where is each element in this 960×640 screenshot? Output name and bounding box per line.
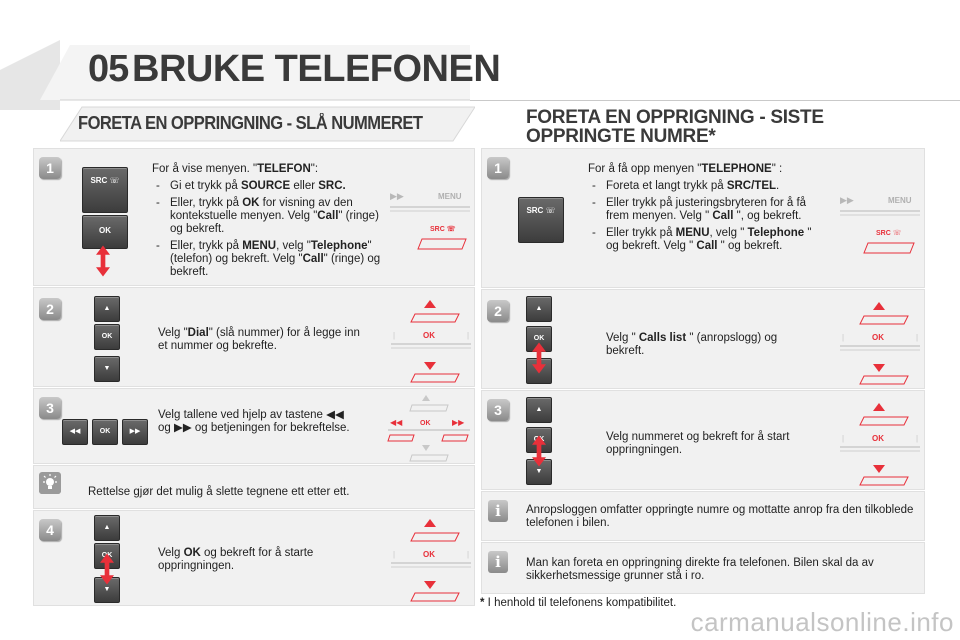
svg-text:▶▶: ▶▶ bbox=[390, 191, 404, 201]
red-press-arrow-icon bbox=[96, 245, 110, 277]
red-press-arrow-icon bbox=[100, 553, 114, 585]
up-ok-down-diagram: | OK | bbox=[840, 302, 920, 385]
header-divider bbox=[470, 100, 960, 101]
right-step3-text: Velg nummeret og bekreft for å start opp… bbox=[606, 431, 790, 456]
step-number: 2 bbox=[39, 298, 61, 320]
footnote-star: * bbox=[480, 597, 485, 609]
svg-text:OK: OK bbox=[872, 333, 884, 342]
svg-text:|: | bbox=[393, 550, 395, 559]
menu-label: MENU bbox=[438, 192, 462, 201]
svg-text:SRC ☏: SRC ☏ bbox=[876, 229, 902, 237]
svg-text:◀◀: ◀◀ bbox=[390, 418, 403, 427]
right-step2-text: Velg " Calls list " (anropslogg) og bekr… bbox=[606, 332, 778, 357]
down-button: ▼ bbox=[94, 356, 120, 382]
right-step3-panel: 3 ▲ OK ▼ Velg nummeret og bekreft for å … bbox=[481, 390, 925, 490]
chapter-title: BRUKE TELEFONEN bbox=[132, 48, 501, 90]
footnote: * I henhold til telefonens kompatibilite… bbox=[480, 597, 676, 609]
left-step4-text: Velg OK og bekreft for å starte oppringn… bbox=[158, 547, 314, 572]
left-step3-panel: 3 ◀◀ OK ▶▶ Velg tallene ved hjelp av tas… bbox=[33, 388, 475, 464]
step-number: 3 bbox=[487, 399, 509, 421]
step-number: 2 bbox=[487, 300, 509, 322]
svg-text:|: | bbox=[842, 333, 844, 342]
up-button: ▲ bbox=[526, 296, 552, 322]
right-title-line2: OPPRINGTE NUMRE* bbox=[526, 126, 716, 147]
right-title-line1: FORETA EN OPPRIGNING - SISTE bbox=[526, 107, 824, 128]
chapter-number: 05 bbox=[88, 48, 129, 90]
info-icon: i bbox=[488, 500, 508, 522]
footnote-text: I henhold til telefonens kompatibilitet. bbox=[484, 597, 677, 609]
svg-text:OK: OK bbox=[423, 550, 435, 559]
svg-text:|: | bbox=[393, 331, 395, 340]
left-step1-panel: 1 SRC ☏ OK For å vise menyen. "TELEFON":… bbox=[33, 148, 475, 286]
up-button: ▲ bbox=[526, 397, 552, 423]
svg-text:OK: OK bbox=[420, 420, 431, 427]
header-decoration bbox=[0, 40, 470, 110]
lightbulb-icon bbox=[39, 472, 61, 494]
svg-text:|: | bbox=[916, 333, 918, 342]
menu-src-diagram: ▶▶ MENU SRC ☏ bbox=[840, 195, 920, 254]
svg-text:|: | bbox=[842, 434, 844, 443]
tip-text: Rettelse gjør det mulig å slette tegnene… bbox=[88, 486, 350, 498]
left-title-band bbox=[60, 106, 475, 142]
svg-text:|: | bbox=[467, 550, 469, 559]
left-step2-text: Velg "Dial" (slå nummer) for å legge inn… bbox=[158, 327, 360, 352]
svg-text:OK: OK bbox=[423, 331, 435, 340]
left-step3-text: Velg tallene ved hjelp av tastene ◀◀ og … bbox=[158, 409, 350, 434]
right-section-title: FORETA EN OPPRIGNING - SISTE OPPRINGTE N… bbox=[526, 108, 824, 146]
right-info2-panel: i Man kan foreta en oppringning direkte … bbox=[481, 542, 925, 594]
red-press-arrow-icon bbox=[532, 435, 546, 467]
src-button-label: SRC bbox=[90, 176, 108, 185]
down-button: ▼ bbox=[526, 459, 552, 485]
left-step4-panel: 4 ▲ OK ▼ Velg OK og bekreft for å starte… bbox=[33, 510, 475, 606]
svg-text:MENU: MENU bbox=[888, 196, 912, 205]
red-press-arrow-icon bbox=[532, 342, 546, 374]
right-info1-panel: i Anropsloggen omfatter oppringte numre … bbox=[481, 491, 925, 541]
up-ok-down-diagram: | OK | bbox=[391, 300, 471, 383]
svg-text:|: | bbox=[467, 331, 469, 340]
ok-button: OK bbox=[92, 419, 118, 445]
info2-text: Man kan foreta en oppringning direkte fr… bbox=[526, 557, 874, 582]
svg-text:OK: OK bbox=[872, 434, 884, 443]
step-number: 1 bbox=[487, 157, 509, 179]
svg-text:▶▶: ▶▶ bbox=[840, 195, 854, 205]
watermark: carmanualsonline.info bbox=[690, 607, 954, 637]
next-button: ▶▶ bbox=[122, 419, 148, 445]
ok-button: OK bbox=[94, 324, 120, 350]
left-step2-panel: 2 ▲ OK ▼ Velg "Dial" (slå nummer) for å … bbox=[33, 287, 475, 387]
step-number: 4 bbox=[39, 519, 61, 541]
up-button: ▲ bbox=[94, 515, 120, 541]
right-step2-panel: 2 ▲ OK ▼ Velg " Calls list " (anropslogg… bbox=[481, 289, 925, 389]
up-ok-down-diagram: | OK | bbox=[840, 403, 920, 486]
right-step1-panel: 1 SRC ☏ For å få opp menyen "TELEPHONE" … bbox=[481, 148, 925, 288]
step-number: 1 bbox=[39, 157, 61, 179]
src-button: SRC ☏ bbox=[82, 167, 128, 213]
svg-text:▶▶: ▶▶ bbox=[452, 418, 465, 427]
up-ok-down-diagram: | OK | bbox=[391, 519, 471, 602]
step-number: 3 bbox=[39, 397, 61, 419]
menu-src-diagram: ▶▶ MENU SRC ☏ bbox=[390, 191, 470, 250]
src-label: SRC ☏ bbox=[430, 225, 456, 233]
info-icon: i bbox=[488, 551, 508, 573]
left-right-diagram: ◀◀ OK ▶▶ bbox=[387, 395, 470, 462]
left-section-title: FORETA EN OPPRINGNING - SLÅ NUMMERET bbox=[78, 113, 423, 133]
left-step1-text: For å vise menyen. "TELEFON": Gi et tryk… bbox=[152, 163, 384, 279]
info1-text: Anropsloggen omfatter oppringte numre og… bbox=[526, 504, 914, 529]
svg-text:|: | bbox=[916, 434, 918, 443]
up-button: ▲ bbox=[94, 296, 120, 322]
ok-button-label: OK bbox=[99, 226, 111, 235]
src-button: SRC ☏ bbox=[518, 197, 564, 243]
right-step1-text: For å få opp menyen "TELEPHONE" : Foreta… bbox=[588, 163, 816, 253]
left-tip-panel: Rettelse gjør det mulig å slette tegnene… bbox=[33, 465, 475, 509]
prev-button: ◀◀ bbox=[62, 419, 88, 445]
